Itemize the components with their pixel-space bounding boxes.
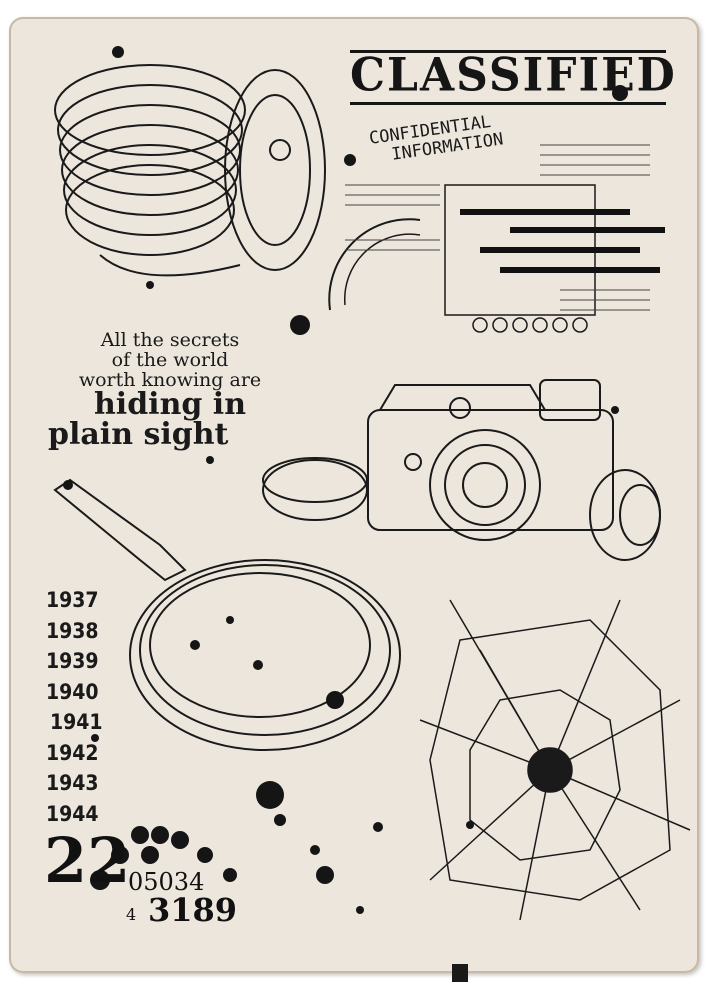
quote-line-large: hiding in <box>93 387 247 422</box>
year: 1938 <box>46 618 99 643</box>
quote-line: of the world <box>111 349 229 371</box>
film-canister-icon <box>262 457 661 561</box>
number-bottom: 3189 <box>148 891 238 929</box>
document-collage-icon <box>328 144 665 333</box>
year: 1944 <box>46 801 99 826</box>
year: 1943 <box>46 771 99 795</box>
ink-splatter-icon <box>63 46 628 914</box>
quote-line: worth knowing are <box>78 369 262 391</box>
magnifying-glass-icon <box>53 478 401 751</box>
quote-line: All the secrets <box>100 329 240 351</box>
cracked-glass-icon <box>419 599 691 921</box>
year: 1937 <box>46 588 99 612</box>
quote-line-large: plain sight <box>48 417 229 452</box>
classified-rule-bottom <box>350 102 666 105</box>
classified-heading: CLASSIFIED <box>350 48 677 103</box>
halftone-pattern <box>90 826 237 890</box>
year-list: 1937 1938 1939 1940 1941 1942 1943 1944 <box>46 585 103 829</box>
year: 1939 <box>46 649 99 673</box>
film-reels-icon <box>54 64 326 277</box>
year: 1942 <box>46 740 99 765</box>
year: 1940 <box>46 679 99 704</box>
number-mid: 05034 <box>128 868 205 896</box>
bookmark-ribbon <box>452 964 468 982</box>
camera-icon <box>367 379 614 541</box>
quote: All the secrets of the world worth knowi… <box>40 330 300 450</box>
number-small: 4 <box>126 905 137 924</box>
classified-rule-top <box>350 50 666 53</box>
year: 1941 <box>50 710 103 734</box>
number-big: 22 <box>44 824 131 897</box>
